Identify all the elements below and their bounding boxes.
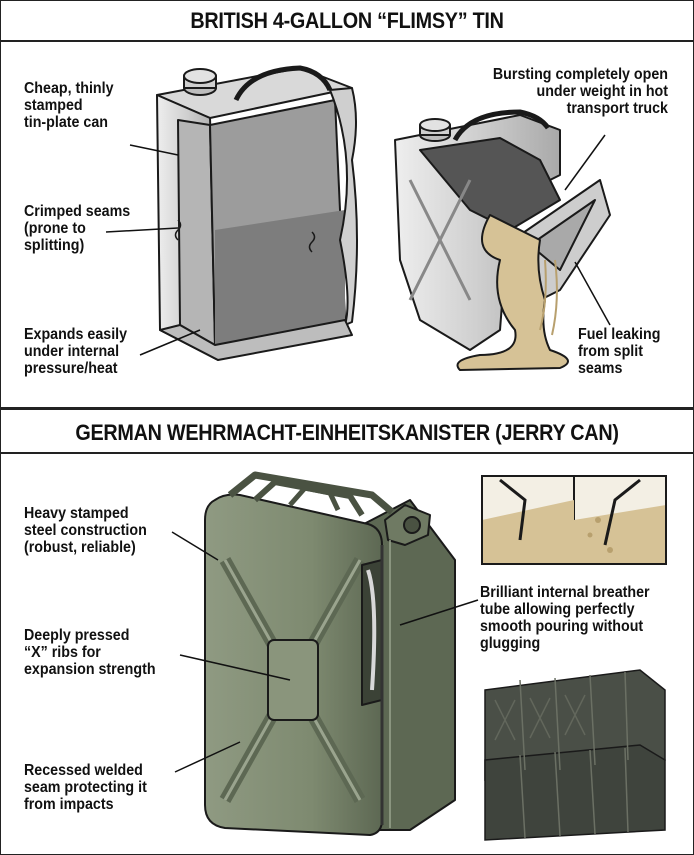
section-divider xyxy=(0,407,694,410)
german-section-title: GERMAN WEHRMACHT-EINHEITSKANISTER (JERRY… xyxy=(75,420,619,445)
label-heavy-steel: Heavy stamped steel construction (robust… xyxy=(24,505,147,556)
flimsy-tin-cutaway xyxy=(156,65,358,361)
label-crimped-seams: Crimped seams (prone to splitting) xyxy=(24,203,131,254)
label-cheap-tin: Cheap, thinly stamped tin-plate can xyxy=(24,80,114,131)
german-leader-lines xyxy=(171,531,479,773)
label-x-ribs: Deeply pressed “X” ribs for expansion st… xyxy=(24,627,156,678)
british-section-title: BRITISH 4-GALLON “FLIMSY” TIN xyxy=(190,8,504,33)
label-recessed-seam: Recessed welded seam protecting it from … xyxy=(24,762,147,813)
label-breather-tube: Brilliant internal breather tube allowin… xyxy=(480,584,650,652)
british-leader-lines xyxy=(105,134,611,356)
stacked-jerry-cans xyxy=(484,669,666,841)
label-fuel-leaking: Fuel leaking from split seams xyxy=(578,326,661,377)
label-expands: Expands easily under internal pressure/h… xyxy=(24,326,128,377)
title-divider-german xyxy=(0,452,694,454)
label-bursting: Bursting completely open under weight in… xyxy=(492,66,668,117)
jerry-can xyxy=(204,471,456,836)
pouring-inset xyxy=(481,475,667,565)
flimsy-tin-burst xyxy=(394,109,611,371)
title-divider-top xyxy=(0,40,694,42)
